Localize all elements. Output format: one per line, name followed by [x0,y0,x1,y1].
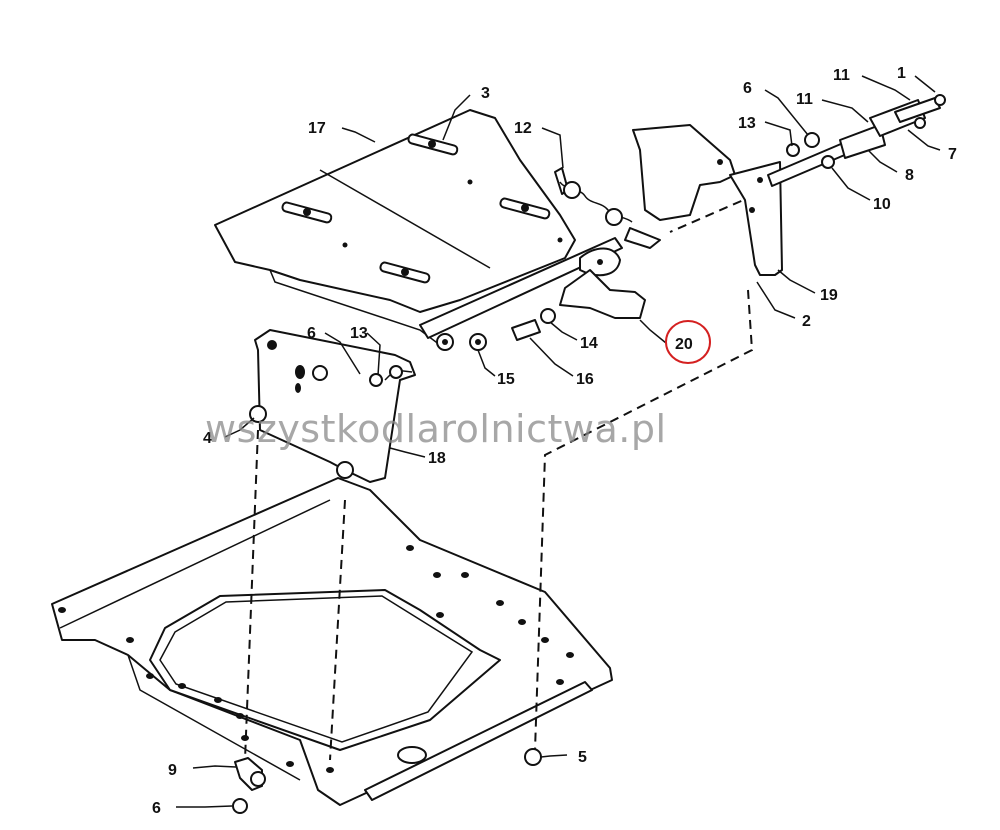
callout-20: 20 [675,336,693,353]
callout-6-side-bracket: 6 [307,325,316,342]
callout-7: 7 [948,146,957,163]
seat-plate [214,109,576,346]
callout-8: 8 [905,167,914,184]
callout-14: 14 [580,335,598,352]
callout-11-upper: 11 [833,67,850,84]
leader-lines [176,75,941,808]
pivot-hardware [786,94,946,169]
callout-2: 2 [802,313,811,330]
callout-19: 19 [820,287,838,304]
callout-12: 12 [514,120,532,137]
callout-9: 9 [168,762,177,779]
watermark-text: wszystkodlarolnictwa.pl [205,407,667,451]
callout-18: 18 [428,450,446,467]
callout-10: 10 [873,196,891,213]
callout-13-side-bracket: 13 [350,325,368,342]
rear-bracket [632,124,869,276]
callout-6-top-right: 6 [743,80,752,97]
callout-16: 16 [576,371,594,388]
base-frame [51,477,613,806]
callout-15: 15 [497,371,515,388]
callout-4: 4 [203,430,212,447]
callout-labels: 1 2 3 4 5 6 6 6 7 8 9 10 11 11 12 13 13 … [152,65,957,817]
callout-3: 3 [481,85,490,102]
bracket-20 [469,269,646,351]
highlight-circle [665,320,711,364]
hinge-rod [419,167,661,351]
assembly-lines [244,194,756,761]
callout-6-bottom: 6 [152,800,161,817]
side-bracket [249,329,416,483]
callout-13-top-right: 13 [738,115,756,132]
callout-17: 17 [308,120,326,137]
callout-11-lower: 11 [796,91,813,108]
callout-5: 5 [578,749,587,766]
callout-1: 1 [897,65,906,82]
